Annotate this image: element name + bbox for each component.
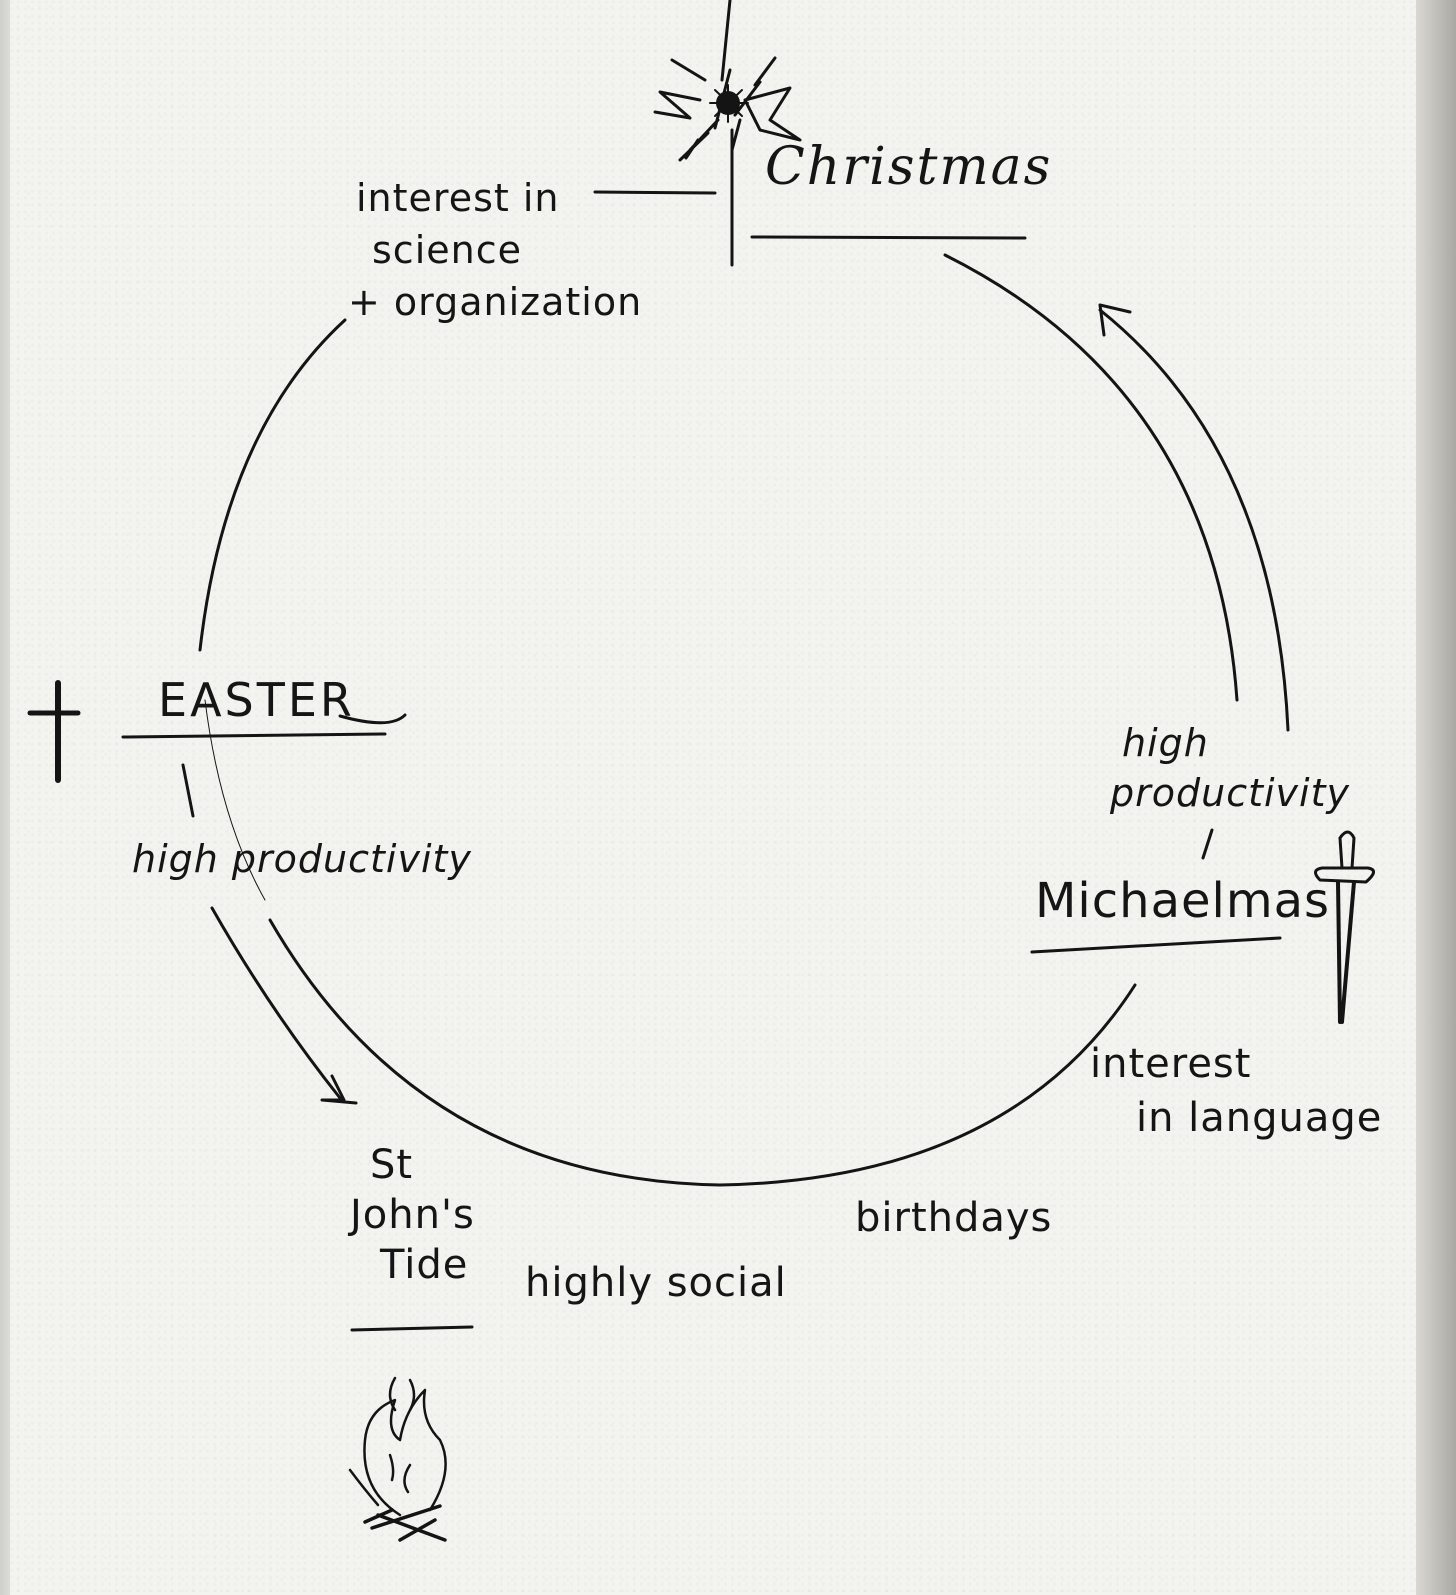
arrow-easter-to-stjohns (210, 906, 342, 1100)
node-st-johns-tide: St John's Tide (350, 1140, 490, 1290)
note-birthdays: birthdays (855, 1195, 1053, 1241)
note-mp-line-2: productivity (1110, 771, 1350, 815)
note-mp-line-1: high (1122, 721, 1209, 765)
note-easter-high-productivity: high productivity (132, 837, 472, 881)
node-christmas: Christmas (765, 137, 1053, 197)
note-highly-social: highly social (525, 1260, 787, 1306)
note-science-line-3: + organization (348, 280, 643, 324)
easter-underline (121, 732, 387, 739)
arrow-michaelmas-to-christmas (1098, 308, 1290, 732)
node-easter: EASTER (158, 673, 355, 727)
christmas-underline (750, 235, 1027, 240)
note-interest-language: interest in language (1090, 1037, 1390, 1145)
cycle-arc-easter-christmas (198, 318, 347, 652)
sword-icon (1314, 830, 1375, 1024)
cycle-arc-michaelmas-stjohns (268, 918, 1137, 1187)
star-icon (653, 0, 802, 267)
stjohns-line-2: John's (350, 1192, 475, 1238)
note-michaelmas-high-productivity: high productivity (1110, 718, 1402, 818)
michaelmas-underline (1030, 936, 1282, 954)
cross-icon (27, 680, 81, 783)
arrowhead-christmas (1098, 303, 1132, 337)
paper-sheet (10, 0, 1425, 1595)
bonfire-icon (348, 1376, 447, 1542)
note-science-organization: interest in science + organization (348, 172, 696, 328)
christmas-connector (593, 190, 717, 195)
tick-easter-left (181, 763, 195, 818)
easter-underline-swash (338, 713, 407, 725)
stjohns-line-1: St (370, 1142, 414, 1188)
note-science-line-1: interest in (356, 176, 560, 220)
cycle-arc-christmas-michaelmas (943, 253, 1239, 702)
stjohns-underline (350, 1325, 474, 1332)
note-language-line-2: in language (1136, 1095, 1383, 1141)
michaelmas-tick (1201, 828, 1214, 860)
paper-shadow-right (1416, 0, 1456, 1595)
node-michaelmas: Michaelmas (1035, 873, 1331, 929)
note-language-line-1: interest (1090, 1041, 1252, 1087)
note-science-line-2: science (372, 228, 522, 272)
stjohns-line-3: Tide (380, 1242, 469, 1288)
cycle-arc-faint-easter (204, 699, 266, 901)
arrowhead-stjohns (320, 1074, 358, 1105)
